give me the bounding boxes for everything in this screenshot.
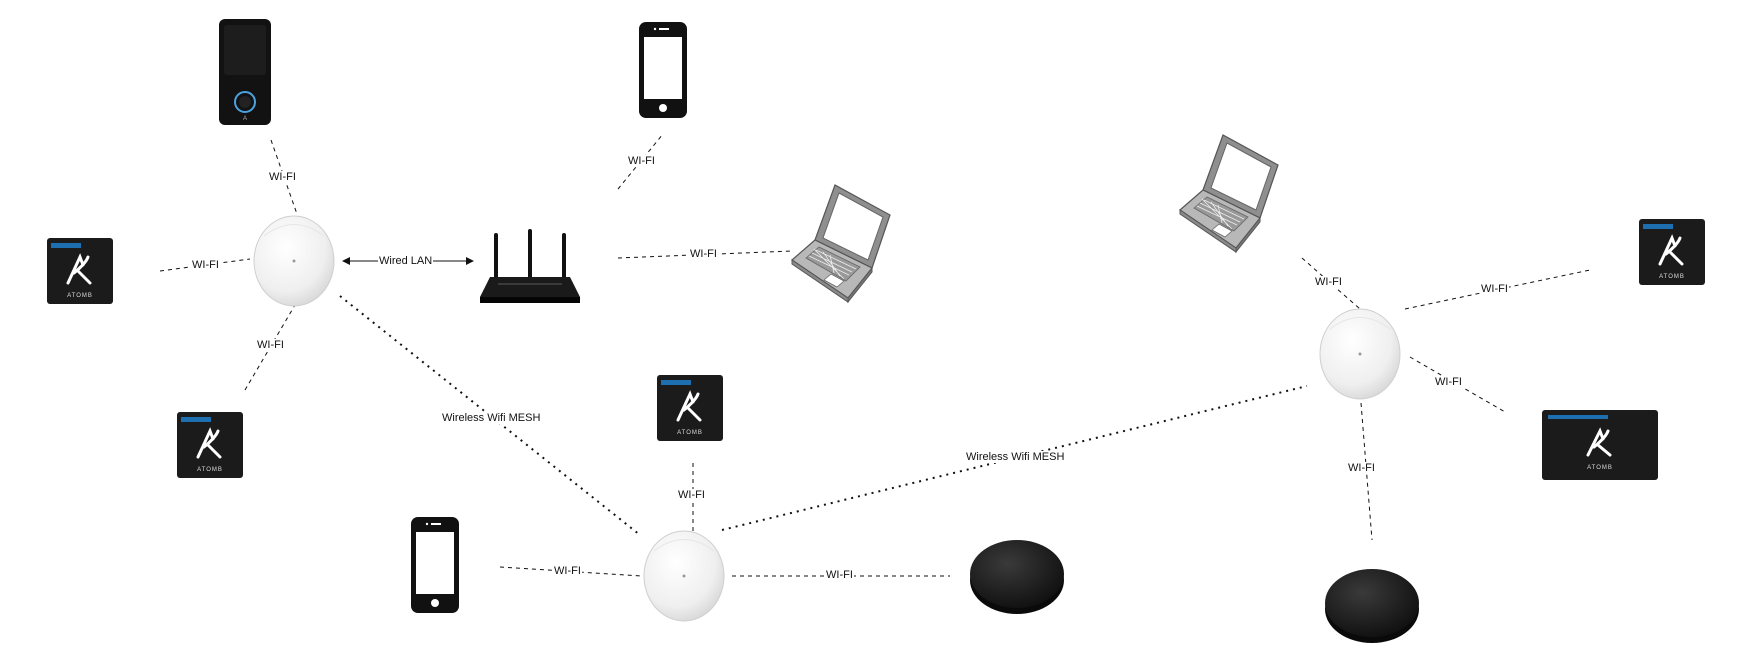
mesh-label-right: Wireless Wifi MESH	[965, 451, 1066, 463]
wifi-link-laptop	[617, 250, 793, 259]
wifi-link-laptop-right	[1301, 257, 1361, 310]
atomb-panel-right-top-icon	[1637, 217, 1707, 287]
video-doorbell-icon	[218, 18, 272, 126]
smartphone-top-icon	[639, 22, 687, 118]
wifi-router-icon	[480, 229, 580, 303]
wifi-label-phone-top: WI-FI	[627, 155, 656, 167]
wifi-label-laptop: WI-FI	[689, 248, 718, 260]
atomb-panel-left-icon	[45, 236, 115, 306]
wifi-label-doorbell: WI-FI	[268, 171, 297, 183]
wired-lan-label: Wired LAN	[378, 255, 434, 267]
wifi-link-atomb-right-wide	[1409, 356, 1506, 413]
wifi-label-atomb-right-wide: WI-FI	[1434, 376, 1463, 388]
smart-puck-right-icon	[1325, 569, 1419, 643]
wifi-label-atomb-center: WI-FI	[677, 489, 706, 501]
wifi-label-atomb-lower-left: WI-FI	[256, 339, 285, 351]
wifi-label-puck-center: WI-FI	[825, 569, 854, 581]
mesh-node-left-icon	[253, 215, 335, 307]
laptop-right-icon	[1179, 134, 1279, 253]
wifi-label-atomb-right-top: WI-FI	[1480, 283, 1509, 295]
wifi-link-doorbell	[270, 139, 298, 215]
wifi-label-laptop-right: WI-FI	[1314, 276, 1343, 288]
wifi-link-puck-right	[1360, 402, 1373, 541]
atomb-panel-lower-left-icon	[175, 410, 245, 480]
wifi-link-atomb-left	[159, 258, 251, 272]
smartphone-bottom-icon	[411, 517, 459, 613]
smart-puck-center-icon	[970, 540, 1064, 614]
wifi-label-phone-bottom: WI-FI	[553, 565, 582, 577]
atomb-panel-center-icon	[655, 373, 725, 443]
mesh-label-left: Wireless Wifi MESH	[441, 412, 542, 424]
wifi-label-puck-right: WI-FI	[1347, 462, 1376, 474]
atomb-panel-right-wide-icon	[1540, 408, 1660, 482]
mesh-node-center-icon	[643, 530, 725, 622]
wifi-label-atomb-left: WI-FI	[191, 259, 220, 271]
mesh-node-right-icon	[1319, 308, 1401, 400]
mesh-link-left	[339, 295, 641, 536]
laptop-center-icon	[791, 184, 891, 303]
